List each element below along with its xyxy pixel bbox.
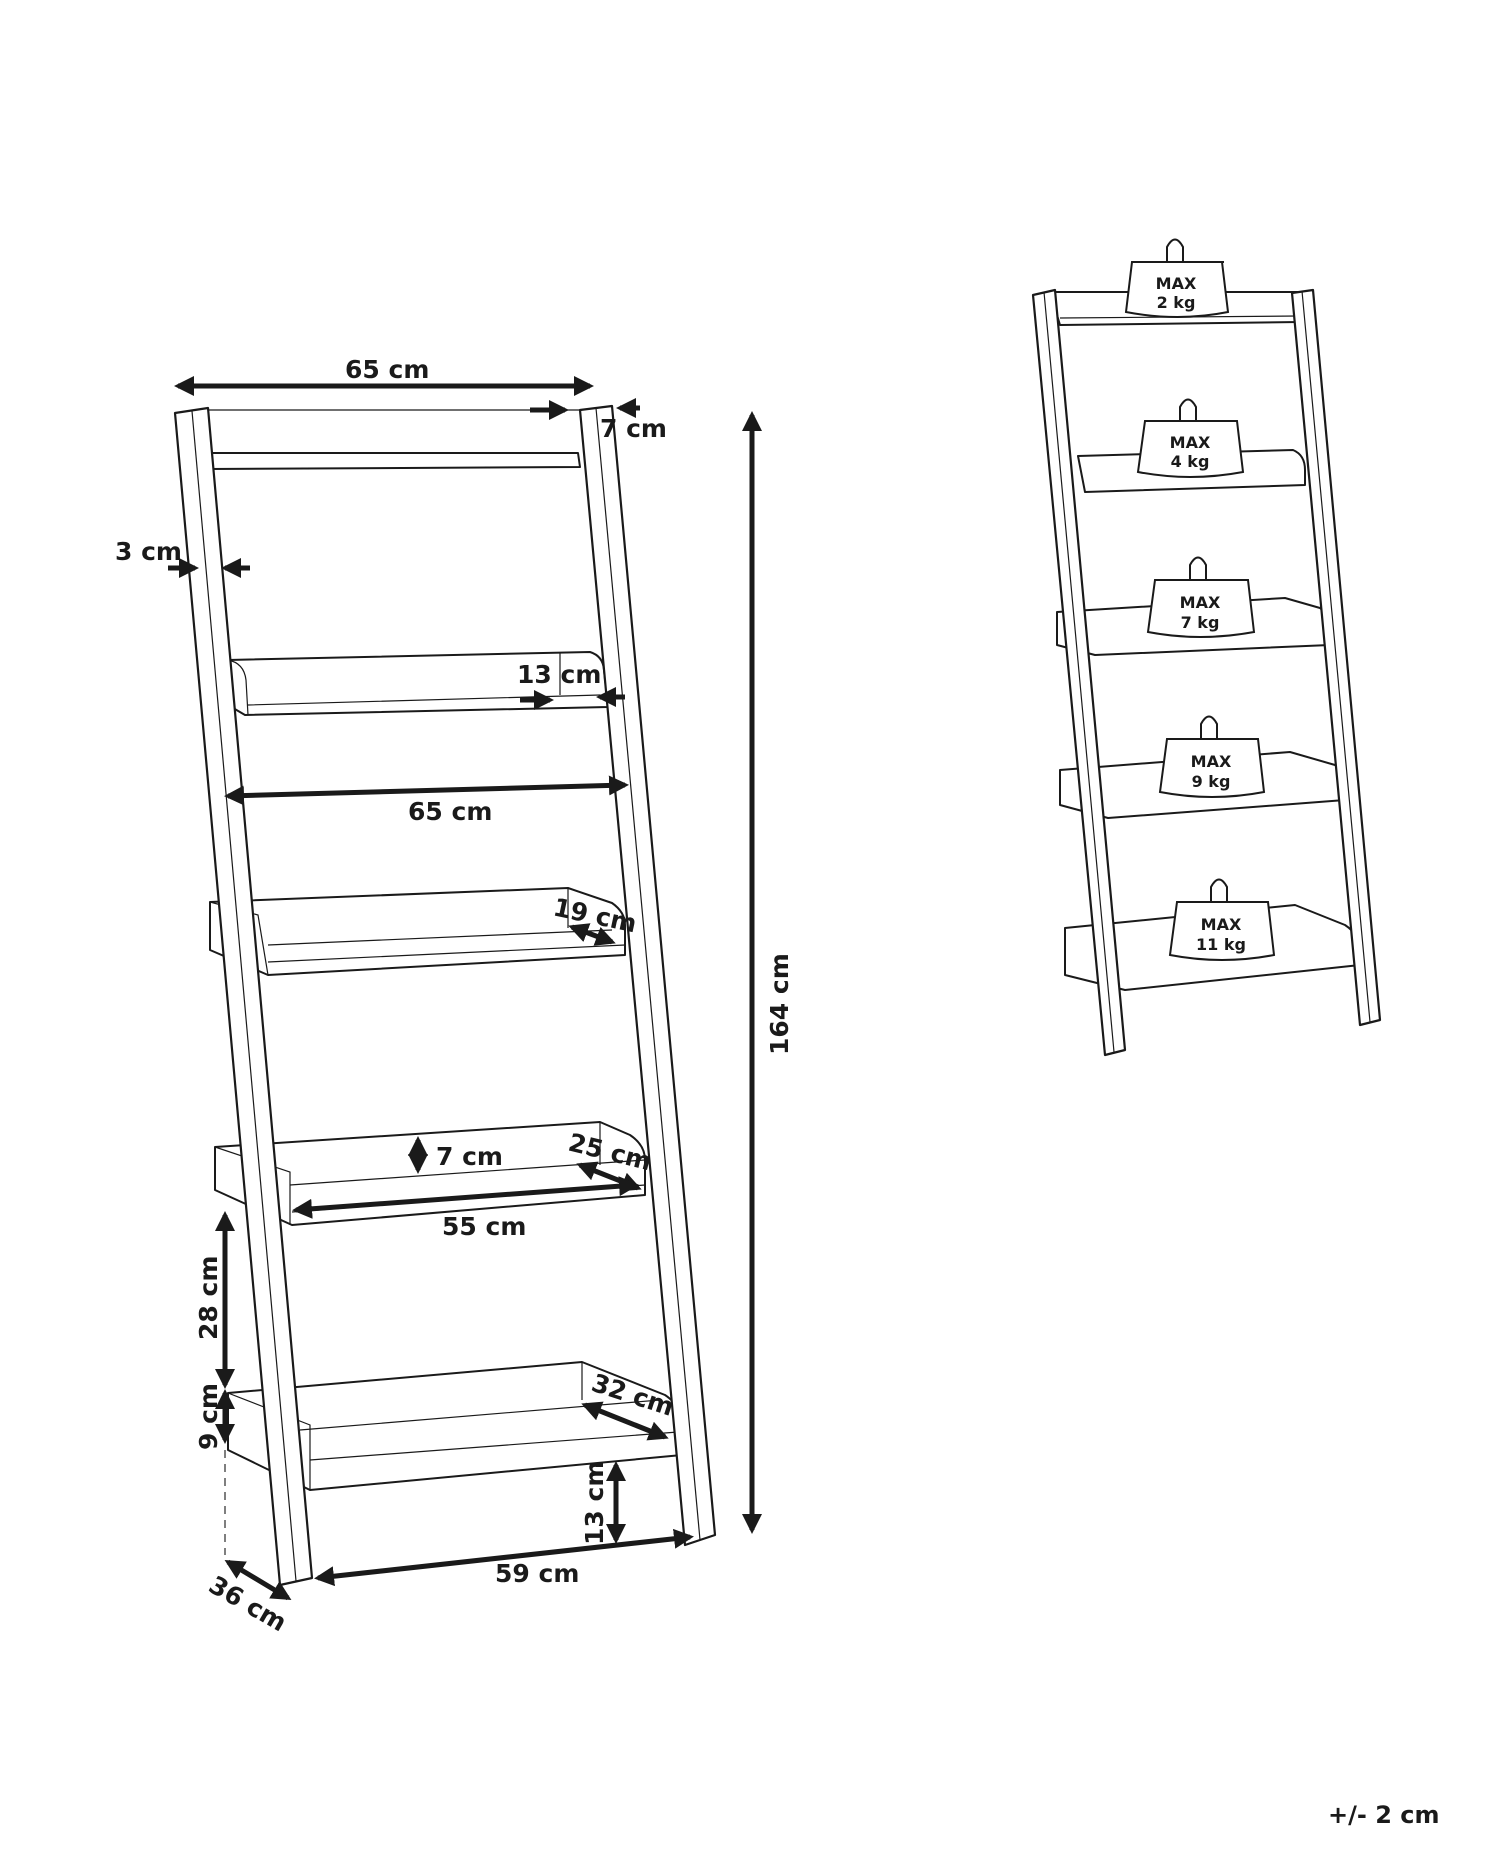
weight-2kg: MAX 2 kg [1124, 238, 1230, 318]
svg-text:MAX: MAX [1156, 274, 1197, 293]
svg-text:11 kg: 11 kg [1196, 935, 1246, 954]
shelf-1 [207, 409, 581, 470]
weight-7kg: MAX 7 kg [1146, 556, 1256, 638]
svg-text:2 kg: 2 kg [1157, 293, 1196, 312]
label-base-depth: 36 cm [204, 1570, 292, 1637]
weight-9kg: MAX 9 kg [1158, 715, 1266, 798]
label-rail-depth: 7 cm [600, 414, 667, 443]
label-mid-width: 65 cm [408, 797, 492, 826]
label-shelf4-lip-height: 7 cm [436, 1142, 503, 1171]
label-shelf4-width: 55 cm [442, 1212, 526, 1241]
label-ground-clearance: 13 cm [580, 1461, 609, 1545]
svg-text:MAX: MAX [1170, 433, 1211, 452]
dimension-lines [168, 376, 762, 1601]
label-top-width: 65 cm [345, 355, 429, 384]
svg-text:MAX: MAX [1180, 593, 1221, 612]
label-total-height: 164 cm [765, 953, 794, 1055]
weight-4kg: MAX 4 kg [1136, 398, 1245, 478]
label-shelf2-lip: 13 cm [517, 660, 601, 689]
label-rail-thickness: 3 cm [115, 537, 182, 566]
label-base-width: 59 cm [495, 1559, 579, 1588]
label-bottom-shelf-height: 9 cm [194, 1383, 223, 1450]
label-shelf-spacing: 28 cm [194, 1256, 223, 1340]
svg-text:MAX: MAX [1191, 752, 1232, 771]
load-ladder: MAX 2 kg MAX 4 kg MAX 7 kg MAX 9 kg MAX … [1031, 238, 1382, 1057]
tolerance-note: +/- 2 cm [1328, 1801, 1439, 1829]
svg-text:4 kg: 4 kg [1171, 452, 1210, 471]
svg-text:9 kg: 9 kg [1192, 772, 1231, 791]
svg-text:7 kg: 7 kg [1181, 613, 1220, 632]
svg-text:MAX: MAX [1201, 915, 1242, 934]
weight-11kg: MAX 11 kg [1168, 878, 1276, 961]
shelf-3 [209, 887, 626, 976]
